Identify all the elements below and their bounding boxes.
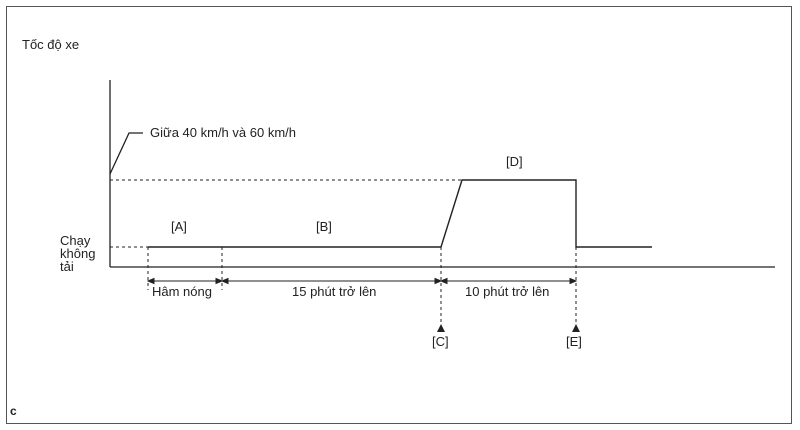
marker-e-triangle [572, 324, 580, 332]
segment-d-label: [D] [506, 154, 523, 169]
idle-label-line1: Chạy [60, 233, 91, 248]
ten-min-span-arrow [439, 277, 578, 285]
idle-label-line3: tải [60, 259, 74, 274]
segment-a-label: [A] [171, 219, 187, 234]
speed-note-label: Giữa 40 km/h và 60 km/h [150, 125, 296, 140]
marker-c-triangle [437, 324, 445, 332]
diagram-frame [6, 6, 792, 424]
warmup-duration-label: Hâm nóng [151, 284, 213, 299]
marker-e-label: [E] [566, 334, 582, 349]
fifteen-min-duration-label: 15 phút trở lên [292, 284, 377, 299]
segment-b-label: [B] [316, 219, 332, 234]
corner-code-label: c [10, 404, 17, 418]
ten-min-duration-label: 10 phút trở lên [465, 284, 550, 299]
speed-note-leader [109, 132, 143, 175]
marker-c-label: [C] [432, 334, 449, 349]
idle-label-line2: không [60, 246, 96, 261]
warmup-span-arrow [146, 277, 224, 285]
speed-profile-line [148, 179, 652, 248]
y-axis-label: Tốc độ xe [22, 37, 80, 52]
fifteen-min-span-arrow [220, 277, 443, 285]
